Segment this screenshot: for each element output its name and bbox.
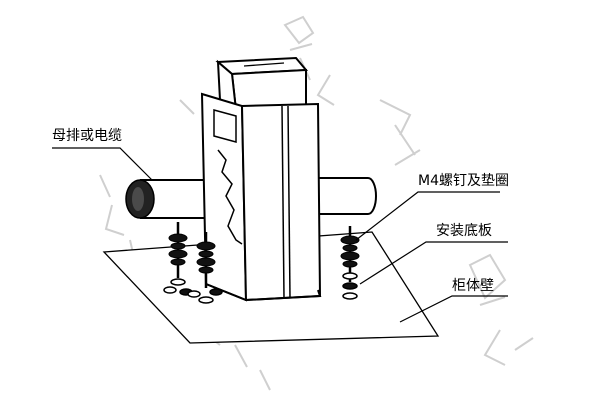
current-transformer [200, 56, 322, 302]
busbar-right-segment [318, 177, 377, 215]
label-m4-screw-and-washer: M4螺钉及垫圈 [418, 173, 509, 189]
screw-assembly-left-1 [163, 222, 193, 296]
transformer-front-face [240, 102, 322, 302]
label-mounting-plate: 安装底板 [436, 223, 492, 239]
screw-assembly-right [340, 226, 360, 300]
leader-lines [52, 147, 508, 323]
label-busbar-or-cable: 母排或电缆 [52, 128, 122, 144]
transformer-base [205, 283, 322, 302]
label-cabinet-wall: 柜体壁 [452, 278, 494, 294]
leader-screw-washer [355, 191, 500, 241]
transformer-side-window [213, 109, 237, 143]
transformer-cutaway [217, 149, 243, 245]
leader-cabinet-wall [399, 295, 508, 323]
leader-busbar [52, 147, 153, 181]
screw-assembly-left-2 [187, 232, 223, 304]
leader-mounting-plate [359, 241, 508, 285]
